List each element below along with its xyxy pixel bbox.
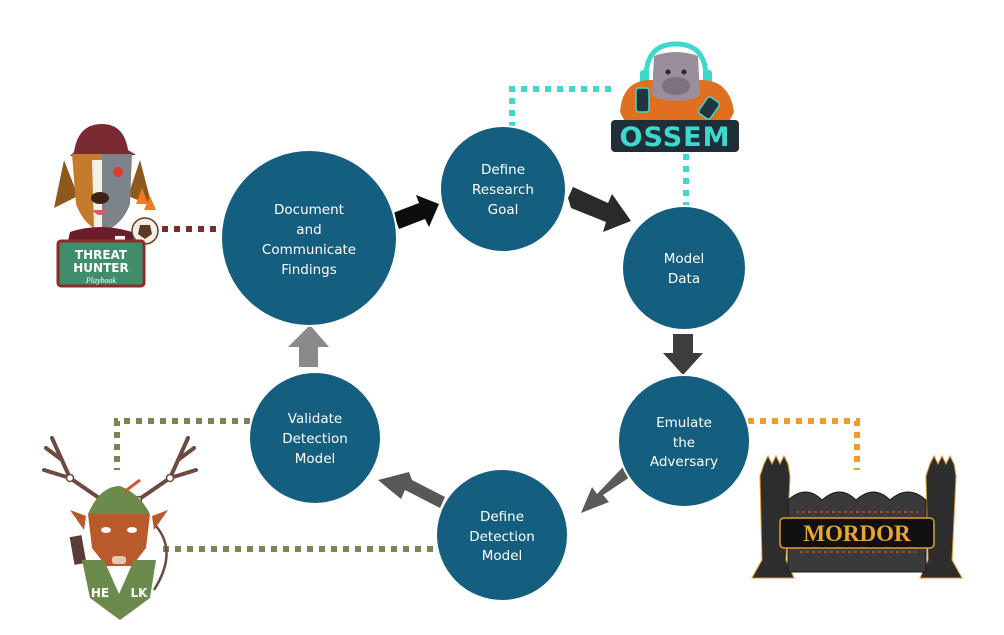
connector-ossem-research bbox=[509, 86, 612, 128]
node-label: Detection bbox=[282, 431, 348, 447]
arrow-document-to-research bbox=[393, 195, 439, 229]
arrows bbox=[288, 187, 703, 513]
arrow-emulate-to-detection bbox=[581, 467, 630, 513]
node-label: Emulate bbox=[656, 415, 712, 431]
node-label: Research bbox=[472, 182, 534, 198]
logo-text: HUNTER bbox=[73, 261, 128, 275]
helk-collar bbox=[82, 560, 156, 620]
cap-icon bbox=[70, 124, 136, 156]
node-detection-model: Define Detection Model bbox=[435, 468, 569, 602]
node-label: Adversary bbox=[650, 454, 718, 470]
node-model-data: Model Data bbox=[621, 205, 747, 331]
phone-icon bbox=[697, 96, 721, 120]
hat-icon bbox=[88, 486, 150, 514]
node-label: Goal bbox=[488, 202, 519, 218]
node-label: Model bbox=[482, 548, 523, 564]
logo-text: OSSEM bbox=[620, 122, 731, 153]
node-label: Define bbox=[481, 162, 525, 178]
node-label: Communicate bbox=[262, 242, 356, 258]
antler-icon bbox=[136, 436, 198, 502]
arrow-model-to-emulate bbox=[663, 334, 703, 375]
arrow-detection-to-validate bbox=[378, 472, 445, 508]
threat-hunter-playbook-logo: THREAT HUNTER Playbook bbox=[54, 124, 159, 288]
mordor-logo: MORDOR bbox=[751, 454, 963, 579]
logo-script-text: Playbook bbox=[85, 276, 117, 285]
node-label: Define bbox=[480, 509, 524, 525]
node-label: Detection bbox=[469, 529, 535, 545]
connector-mordor bbox=[748, 418, 860, 470]
node-label: the bbox=[673, 435, 695, 451]
helk-logo: HE LK bbox=[42, 436, 198, 620]
node-label: Findings bbox=[281, 262, 337, 278]
arrow-research-to-model bbox=[568, 187, 631, 232]
ossem-logo: OSSEM bbox=[611, 41, 739, 153]
antler-icon bbox=[42, 436, 104, 502]
node-label: Model bbox=[664, 251, 705, 267]
connectors bbox=[114, 86, 860, 552]
logo-text: MORDOR bbox=[803, 521, 911, 546]
headphones-icon bbox=[643, 41, 709, 79]
node-document: Document and Communicate Findings bbox=[220, 149, 398, 327]
node-validate: Validate Detection Model bbox=[248, 371, 382, 505]
node-label: Data bbox=[668, 271, 700, 287]
node-label: and bbox=[296, 222, 321, 238]
node-label: Model bbox=[295, 451, 336, 467]
connector-helk-validate bbox=[114, 418, 250, 470]
phone-icon bbox=[635, 87, 650, 113]
logo-text: LK bbox=[131, 586, 149, 600]
logo-text: THREAT bbox=[75, 248, 128, 262]
node-research-goal: Define Research Goal bbox=[439, 125, 567, 253]
arrow-validate-to-document bbox=[288, 325, 329, 367]
node-emulate: Emulate the Adversary bbox=[617, 374, 751, 508]
robot-eye-icon bbox=[113, 167, 123, 177]
node-label: Validate bbox=[288, 411, 342, 427]
threat-hunter-sign bbox=[56, 239, 146, 288]
logo-text: HE bbox=[91, 586, 109, 600]
node-label: Document bbox=[274, 202, 344, 218]
